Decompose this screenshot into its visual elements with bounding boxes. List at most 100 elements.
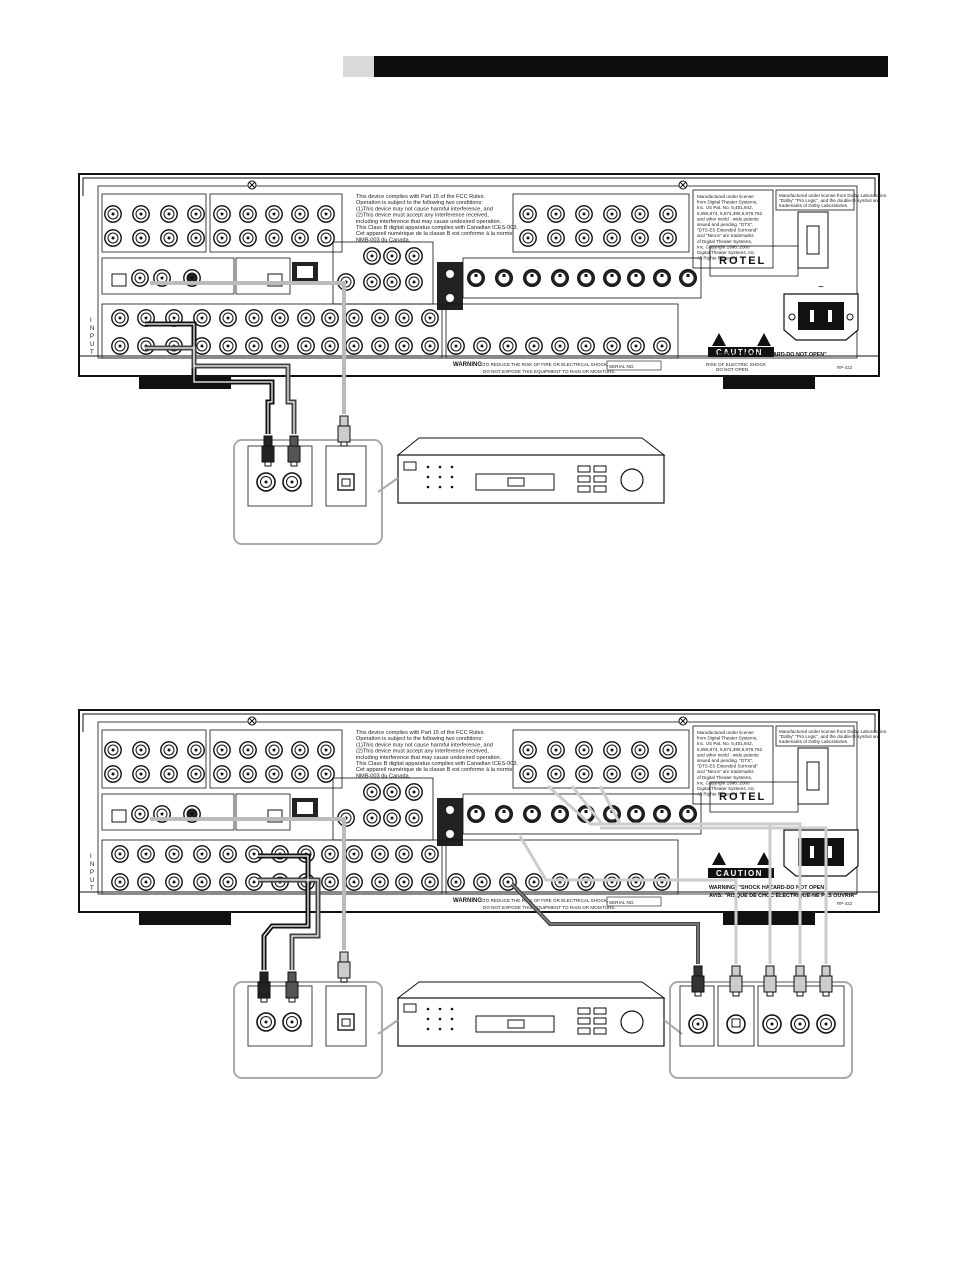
av-source-device bbox=[377, 981, 683, 1047]
analog-audio-cable bbox=[258, 853, 321, 970]
rca-jack bbox=[265, 741, 283, 759]
notice-line: Operation is subject to the following tw… bbox=[356, 736, 483, 742]
rca-jack bbox=[653, 337, 671, 355]
notice-line: from Digital Theater Systems, bbox=[697, 200, 757, 205]
rca-jack bbox=[345, 873, 363, 891]
notice-line: Inc. Copyright 1996, 2000 bbox=[697, 780, 750, 785]
rca-jack bbox=[547, 229, 565, 247]
rca-jack bbox=[688, 1014, 708, 1034]
rca-jack bbox=[345, 309, 363, 327]
rca-jack bbox=[762, 1014, 782, 1034]
notice-line: "Dolby" "Pro Logic", and the double-D sy… bbox=[779, 198, 880, 203]
rca-jack bbox=[137, 845, 155, 863]
svideo-jack bbox=[726, 1014, 746, 1034]
screw-icon bbox=[678, 716, 688, 726]
volume-knob-icon bbox=[620, 468, 644, 492]
rca-jack bbox=[816, 1014, 836, 1034]
rca-jack bbox=[160, 765, 178, 783]
notice-line: 5,956,674, 5,974,380,5,978,762 bbox=[697, 747, 763, 752]
rca-jack bbox=[104, 741, 122, 759]
notice-line: This device complies with Part 15 of the… bbox=[356, 194, 485, 200]
analog-audio-cable bbox=[145, 321, 297, 434]
notice-line: Inc. Copyright 1996, 2000 bbox=[697, 244, 750, 249]
rca-plug bbox=[691, 965, 705, 997]
rca-jack bbox=[653, 873, 671, 891]
notice-line: from Digital Theater Systems, bbox=[697, 736, 757, 741]
fcc-notice: This device complies with Part 15 of the… bbox=[356, 194, 518, 243]
rca-jack bbox=[239, 229, 257, 247]
rca-jack bbox=[239, 741, 257, 759]
rca-jack bbox=[111, 337, 129, 355]
rca-jack bbox=[291, 741, 309, 759]
screw-icon bbox=[247, 716, 257, 726]
rca-jack bbox=[551, 873, 569, 891]
rca-jack bbox=[219, 337, 237, 355]
optical-port bbox=[111, 809, 127, 823]
component-video-cables bbox=[518, 784, 828, 964]
optical-jack bbox=[337, 473, 355, 491]
svg-text:SERIAL NO.: SERIAL NO. bbox=[609, 900, 635, 905]
notice-line: and other world - wide patents bbox=[697, 752, 759, 757]
rca-jack bbox=[395, 309, 413, 327]
svg-text:WARNING: "SHOCK HAZARD-DO NOT: WARNING: "SHOCK HAZARD-DO NOT OPEN" bbox=[709, 885, 827, 891]
source-jack-panel bbox=[233, 981, 383, 1079]
section-header-tab bbox=[343, 56, 374, 77]
rca-jack bbox=[317, 229, 335, 247]
svideo-jack bbox=[653, 805, 671, 823]
bottom-diagram-svg: I N P U T This device complies with Part… bbox=[78, 709, 887, 1079]
rca-jack bbox=[160, 741, 178, 759]
notice-line: All Rights Reserved. bbox=[697, 792, 739, 797]
notice-line: NMB-003 du Canada. bbox=[356, 237, 411, 243]
svg-text:P: P bbox=[90, 870, 94, 876]
caution-label: CAUTION bbox=[708, 852, 774, 878]
rca-jack bbox=[256, 472, 276, 492]
svideo-jack bbox=[627, 269, 645, 287]
notice-line: and other world - wide patents bbox=[697, 216, 759, 221]
rca-jack-block bbox=[101, 193, 343, 253]
notice-line: "DTS-ES Extended Surround" bbox=[697, 764, 758, 769]
rca-jack bbox=[519, 229, 537, 247]
rca-jack bbox=[383, 809, 401, 827]
rca-jack bbox=[317, 765, 335, 783]
rca-jack bbox=[213, 765, 231, 783]
rca-jack bbox=[187, 205, 205, 223]
volume-knob-icon bbox=[620, 1010, 644, 1034]
rca-jack bbox=[245, 309, 263, 327]
rca-jack bbox=[160, 229, 178, 247]
rca-plug bbox=[819, 965, 833, 997]
rca-jack bbox=[551, 337, 569, 355]
rca-jack bbox=[577, 873, 595, 891]
svg-text:TO REDUCE THE RISK OF FIRE OR: TO REDUCE THE RISK OF FIRE OR ELECTRICAL… bbox=[483, 362, 608, 367]
rca-jack bbox=[421, 337, 439, 355]
rca-jack bbox=[395, 845, 413, 863]
svideo-jack bbox=[495, 269, 513, 287]
svideo-jack bbox=[523, 269, 541, 287]
power-switch bbox=[806, 225, 820, 255]
rca-jack bbox=[383, 783, 401, 801]
notice-line: Cet appareil numérique de la classe B es… bbox=[356, 767, 512, 773]
svg-text:N: N bbox=[90, 326, 94, 332]
audio-source-device bbox=[377, 437, 666, 504]
rca-plug bbox=[337, 415, 351, 447]
rca-jack bbox=[627, 873, 645, 891]
notice-line: (1)This device may not cause harmful int… bbox=[356, 206, 493, 212]
rca-jack bbox=[132, 205, 150, 223]
rca-jack bbox=[631, 229, 649, 247]
svideo-jack bbox=[679, 805, 697, 823]
notice-line: Manufactured under license from Dolby La… bbox=[779, 729, 887, 734]
svg-text:AVIS: "RISQUE DE CHOC ÉLECTRIQ: AVIS: "RISQUE DE CHOC ÉLECTRIQUE-NE PAS … bbox=[709, 891, 857, 899]
svideo-jack bbox=[551, 805, 569, 823]
rca-jack bbox=[345, 845, 363, 863]
rca-jack bbox=[213, 205, 231, 223]
rca-plug bbox=[261, 435, 275, 467]
fcc-notice: This device complies with Part 15 of the… bbox=[356, 730, 518, 779]
rca-jack bbox=[575, 229, 593, 247]
model-label: RP-422 bbox=[837, 901, 853, 906]
rca-jack bbox=[603, 229, 621, 247]
rca-jack bbox=[659, 741, 677, 759]
notice-line: Manufactured under license bbox=[697, 730, 754, 735]
notice-line: NMB-003 du Canada. bbox=[356, 773, 411, 779]
rear-panel: I N P U T This device complies with Part… bbox=[78, 709, 887, 925]
rca-jack bbox=[603, 337, 621, 355]
rca-plug bbox=[729, 965, 743, 997]
